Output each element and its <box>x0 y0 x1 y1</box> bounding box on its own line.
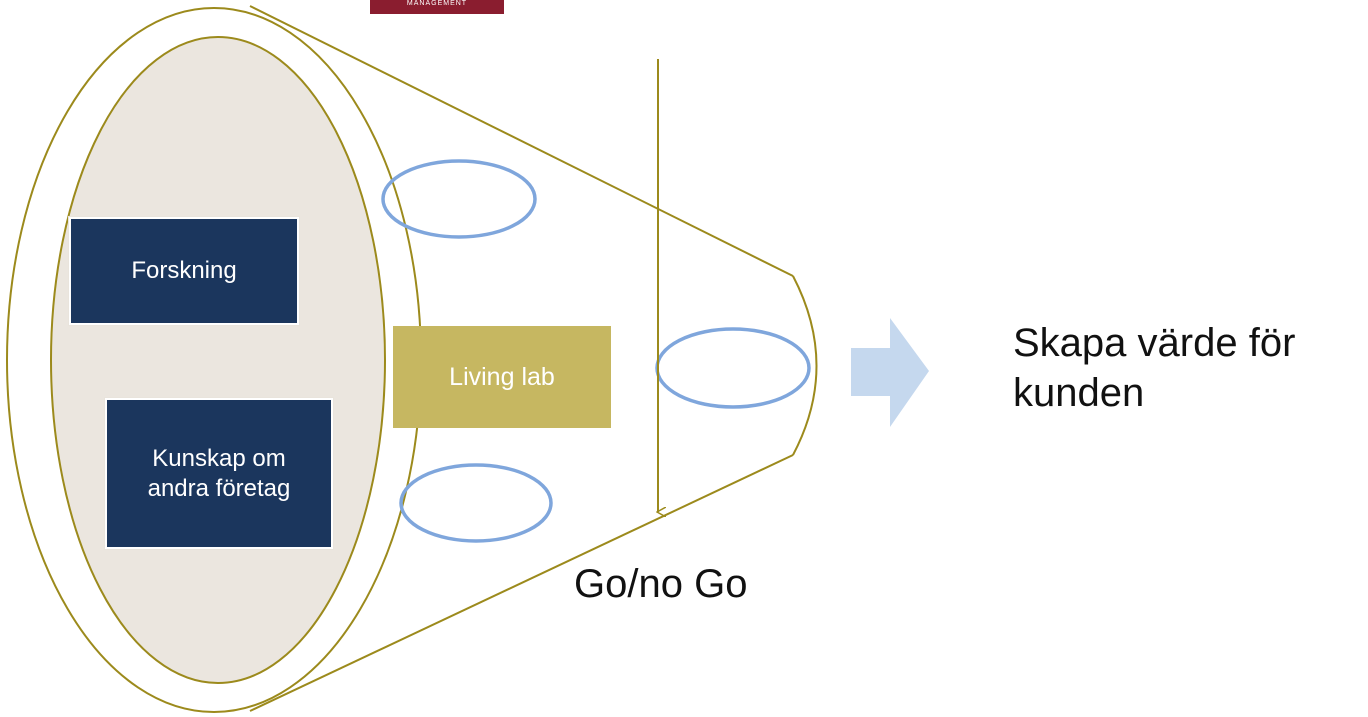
logo-text: MANAGEMENT <box>406 0 468 7</box>
idea-ellipse-exit <box>655 327 811 409</box>
living-lab-box: Living lab <box>393 326 611 428</box>
result-arrow-icon <box>851 318 929 427</box>
company-knowledge-label-line1: Kunskap om <box>152 444 286 472</box>
living-lab-label: Living lab <box>449 362 555 391</box>
funnel-end-cap <box>792 275 818 456</box>
go-nogo-label: Go/no Go <box>574 562 748 606</box>
company-knowledge-label-line2: andra företag <box>147 474 291 502</box>
logo: MANAGEMENT <box>370 0 504 14</box>
result-text-line1: Skapa värde för <box>1013 321 1296 365</box>
idea-ellipse-top <box>381 159 537 239</box>
result-text: Skapa värde för kunden <box>1013 318 1295 418</box>
company-knowledge-box: Kunskap om andra företag <box>105 398 333 549</box>
funnel-top-edge <box>249 5 794 277</box>
idea-ellipse-bottom <box>399 463 553 543</box>
result-text-line2: kunden <box>1013 371 1145 415</box>
research-box: Forskning <box>69 217 299 325</box>
research-label: Forskning <box>131 257 237 284</box>
funnel-bottom-edge <box>249 454 794 712</box>
knowledge-pool-ellipse <box>50 36 386 684</box>
